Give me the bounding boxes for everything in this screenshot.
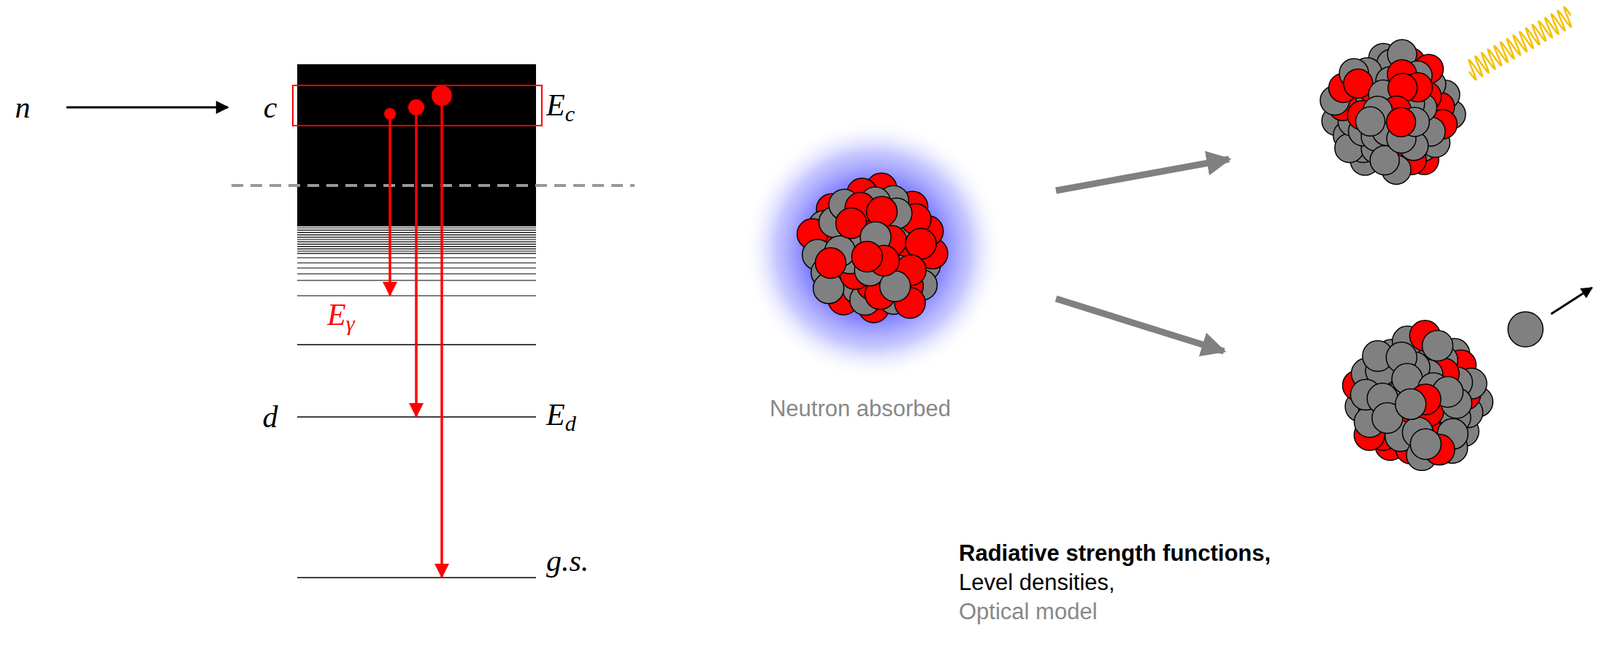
nucleus (1342, 320, 1494, 472)
caption-label: Neutron absorbed (769, 397, 951, 420)
gamma-transition (388, 113, 392, 296)
gamma-ray (1469, 7, 1572, 80)
level-line (297, 416, 537, 418)
separation-threshold (231, 184, 635, 187)
energy-label: Ed (546, 399, 577, 435)
nucleus (1320, 39, 1466, 185)
energy-label: Ec (546, 89, 575, 125)
model-ingredient: Level densities, (958, 571, 1116, 594)
excitation-glow (743, 119, 1004, 380)
neutron-arrow (66, 106, 228, 109)
gamma-transition (414, 107, 418, 417)
capture-dot (384, 108, 396, 120)
capture-dot (408, 99, 425, 116)
gamma-transition (440, 95, 444, 577)
model-ingredient: Optical model (958, 600, 1098, 623)
emitted-neutron (1507, 311, 1544, 347)
state-label: c (263, 92, 278, 123)
particle-label: n (15, 92, 31, 123)
state-label: d (262, 401, 279, 433)
capture-dot (431, 85, 453, 106)
level-line (297, 576, 537, 579)
neutron-direction (1551, 287, 1592, 315)
ground-state-label: g.s. (546, 545, 589, 577)
nucleus (796, 173, 948, 323)
branch-arrow (1055, 298, 1224, 352)
model-ingredient: Radiative strength functions, (958, 541, 1271, 565)
branch-arrow (1055, 159, 1230, 191)
gamma-energy-label: Eγ (327, 299, 355, 335)
